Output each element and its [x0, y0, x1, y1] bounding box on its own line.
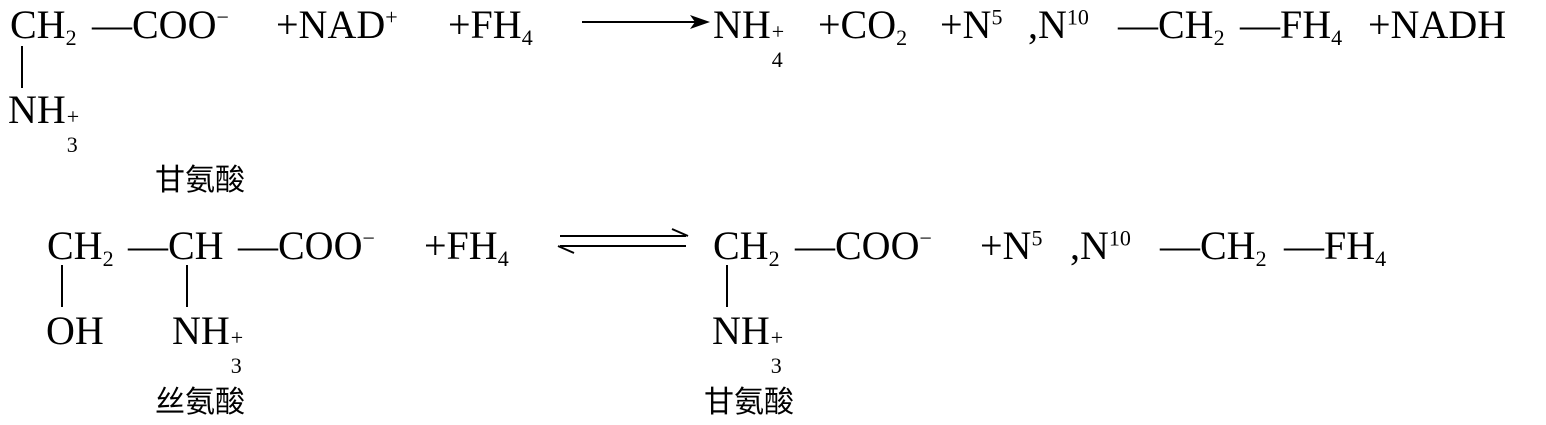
r2-glycine-bond	[726, 265, 728, 307]
r2-fh4-product: —FH4	[1284, 223, 1387, 272]
r1-nad-plus: +NAD+	[276, 2, 398, 47]
r2-n10: ,N10	[1070, 223, 1131, 268]
r2-glycine-nh3: NH+3	[712, 308, 784, 378]
r1-fh4: +FH4	[448, 2, 533, 51]
r1-n10: ,N10	[1028, 2, 1089, 47]
r2-serine-nh3: NH+3	[172, 308, 244, 378]
r1-reactant-coo: —COO−	[92, 2, 229, 47]
r1-product-nh4: NH+4	[713, 2, 785, 72]
r1-ch2-nh3-bond	[21, 46, 23, 88]
r1-co2: +CO2	[818, 2, 908, 51]
r2-ch-nh3-bond	[186, 265, 188, 307]
r1-glycine-label: 甘氨酸	[155, 163, 245, 198]
r1-forward-arrow	[582, 15, 710, 29]
r2-glycine-label: 甘氨酸	[704, 385, 794, 420]
r1-reactant-ch2: CH2	[10, 2, 77, 51]
r2-n5: +N5	[980, 223, 1043, 268]
r1-nh3: NH+3	[8, 87, 80, 157]
r2-equilibrium-arrow	[557, 228, 689, 254]
r1-fh4-product: —FH4	[1240, 2, 1343, 51]
r2-ch2-oh-bond	[61, 265, 63, 307]
r2-oh: OH	[46, 308, 104, 353]
r1-n5: +N5	[940, 2, 1003, 47]
r1-methylene: —CH2	[1118, 2, 1225, 51]
r1-nadh: +NADH	[1368, 2, 1507, 47]
r2-fh4: +FH4	[424, 223, 509, 272]
r2-glycine-coo: —COO−	[795, 223, 932, 268]
r2-serine-ch2: CH2	[47, 223, 114, 272]
r2-glycine-ch2: CH2	[713, 223, 780, 272]
r2-serine-label: 丝氨酸	[155, 385, 245, 420]
r2-methylene: —CH2	[1160, 223, 1267, 272]
r2-serine-coo: —COO−	[238, 223, 375, 268]
r2-serine-ch: —CH	[128, 223, 224, 268]
